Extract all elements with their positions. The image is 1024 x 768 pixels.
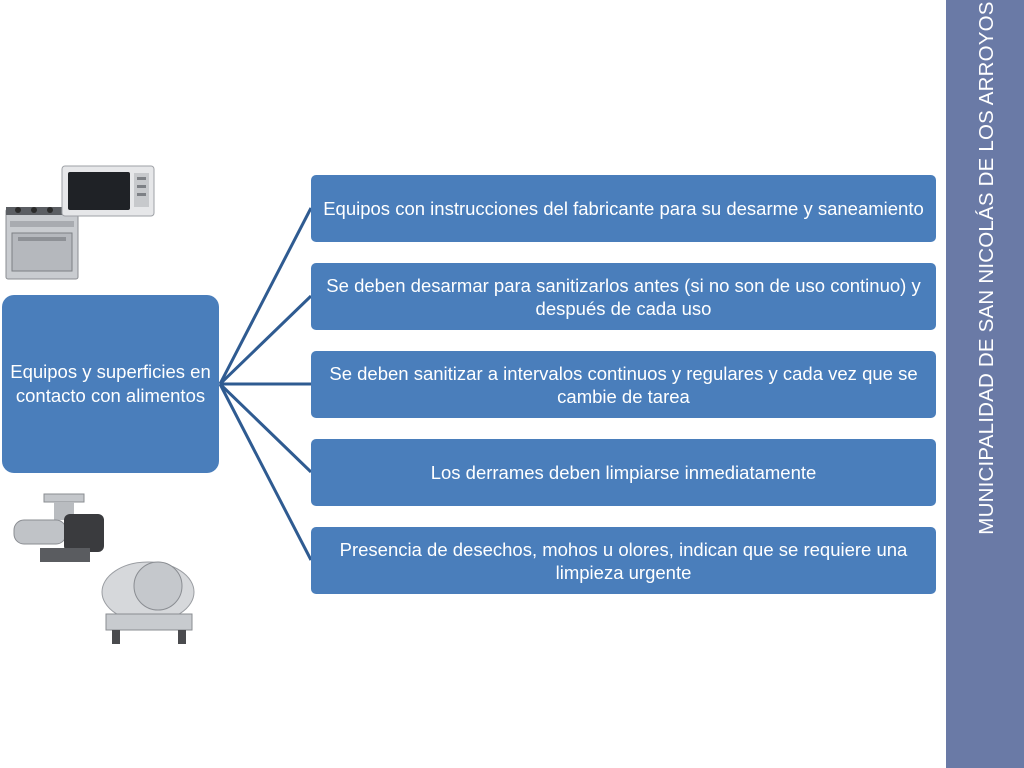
branch-item-2: Se deben desarmar para sanitizarlos ante… — [311, 263, 936, 330]
connector-2 — [218, 294, 313, 386]
connector-5 — [218, 383, 313, 561]
branch-item-3: Se deben sanitizar a intervalos continuo… — [311, 351, 936, 418]
sidebar-band — [946, 0, 1024, 768]
branch-item-1: Equipos con instrucciones del fabricante… — [311, 175, 936, 242]
gas-stove-picture — [5, 207, 79, 280]
meat-slicer-picture — [101, 561, 195, 644]
meat-grinder-picture — [13, 493, 104, 562]
branch-item-4: Los derrames deben limpiarse inmediatame… — [311, 439, 936, 506]
microwave-oven-picture — [61, 165, 155, 217]
food-equipment-picture — [13, 493, 195, 644]
connector-lines — [218, 207, 313, 561]
appliances-picture — [5, 165, 155, 280]
branch-item-5: Presencia de desechos, mohos u olores, i… — [311, 527, 936, 594]
root-node: Equipos y superficies en contacto con al… — [2, 295, 219, 473]
sidebar-title: MUNICIPALIDAD DE SAN NICOLÁS DE LOS ARRO… — [975, 1, 998, 535]
connector-4 — [218, 382, 313, 474]
connector-1 — [218, 207, 313, 385]
